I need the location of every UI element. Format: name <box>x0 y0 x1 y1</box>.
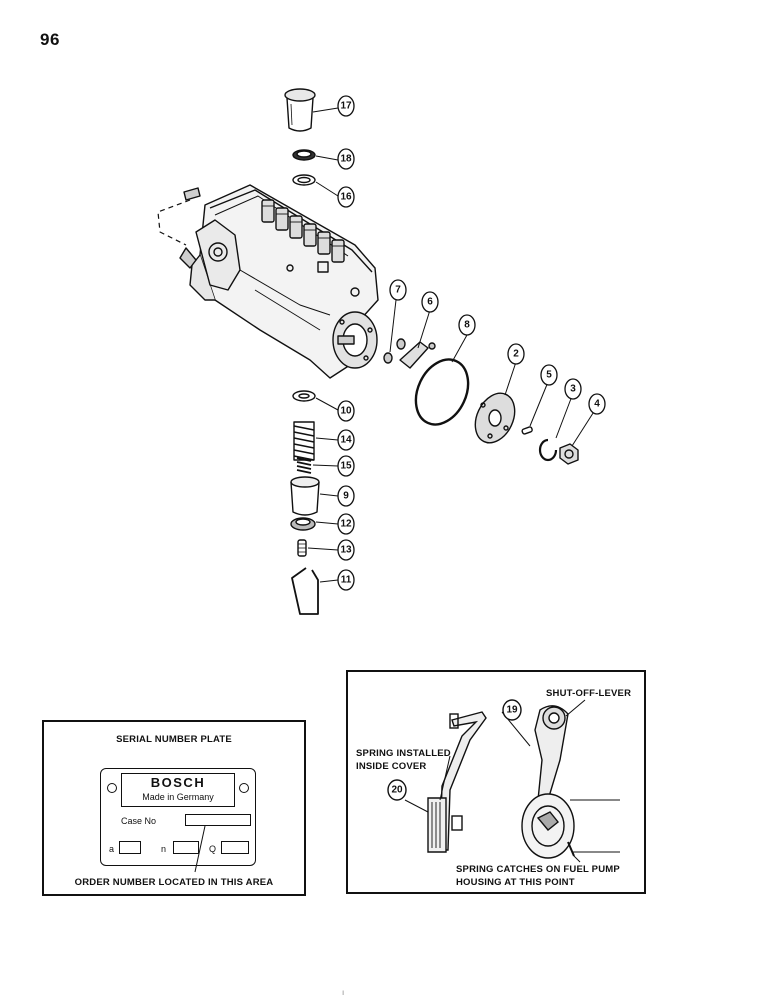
brand-frame <box>121 773 235 807</box>
part-13-pin <box>297 539 307 557</box>
bosch-plate: BOSCH Made in Germany Case No a n Q <box>100 768 256 866</box>
plate-brand: BOSCH <box>150 775 206 790</box>
plate-made-in: Made in Germany <box>142 792 214 802</box>
part-9-filter-cup <box>290 476 320 516</box>
callout-20: 20 <box>391 785 403 796</box>
plate-field-a <box>119 841 141 854</box>
part-2-hub <box>474 392 516 444</box>
part-14-spring <box>293 421 315 461</box>
page-number: 96 <box>40 30 60 49</box>
callout-6: 6 <box>427 297 433 308</box>
callout-16: 16 <box>340 192 352 203</box>
part-3-lock-washer <box>538 438 558 462</box>
part-12-cap <box>290 517 316 531</box>
callout-9: 9 <box>343 491 349 502</box>
plate-field-q <box>221 841 249 854</box>
part-17-cap <box>284 88 316 132</box>
part-11-wire-clip <box>291 567 319 615</box>
part-16-washer <box>292 174 316 186</box>
shutoff-lever-drawing <box>387 699 620 863</box>
callout-7: 7 <box>395 285 401 296</box>
callout-5: 5 <box>546 370 552 381</box>
spring-installed-label-1: SPRING INSTALLED <box>356 748 451 759</box>
order-number-caption: ORDER NUMBER LOCATED IN THIS AREA <box>74 877 274 888</box>
callout-10: 10 <box>340 406 352 417</box>
callout-18: 18 <box>340 154 352 165</box>
callout-numbers: 17 18 16 7 6 8 2 5 3 4 10 14 15 9 12 13 … <box>340 101 600 586</box>
injection-pump-body <box>179 184 379 379</box>
plate-case-field <box>185 814 251 826</box>
part-7-small-pieces <box>383 338 406 364</box>
plate-hole-left <box>107 783 117 793</box>
plate-hole-right <box>239 783 249 793</box>
callout-4: 4 <box>594 399 600 410</box>
callout-12: 12 <box>340 519 352 530</box>
serial-plate-title: SERIAL NUMBER PLATE <box>116 734 232 745</box>
serial-number-plate-panel: SERIAL NUMBER PLATE BOSCH Made in German… <box>42 720 306 896</box>
leader-lines <box>307 107 596 583</box>
callout-15: 15 <box>340 461 352 472</box>
part-10-washer <box>292 390 316 402</box>
callout-14: 14 <box>340 435 352 446</box>
callout-circles <box>337 95 606 591</box>
part-4-nut <box>559 443 579 465</box>
spring-installed-label-2: INSIDE COVER <box>356 761 427 772</box>
plate-field-a-label: a <box>109 844 115 854</box>
part-8-o-ring <box>414 358 470 426</box>
part-6-key <box>399 341 436 369</box>
screw-dashed-leader <box>157 187 201 246</box>
spring-catches-label-2: HOUSING AT THIS POINT <box>456 877 575 888</box>
callout-2: 2 <box>513 349 519 360</box>
shut-off-lever-label: SHUT-OFF-LEVER <box>546 688 632 699</box>
callout-11: 11 <box>341 575 352 586</box>
callout-8: 8 <box>464 320 470 331</box>
shutoff-lever-panel <box>346 670 646 894</box>
callout-13: 13 <box>340 545 352 556</box>
plate-field-n <box>173 841 199 854</box>
callout-19: 19 <box>506 705 518 716</box>
plate-field-n-label: n <box>161 844 167 854</box>
part-18-ring <box>292 149 316 161</box>
part-15-small-spring <box>296 457 312 474</box>
spring-catches-label-1: SPRING CATCHES ON FUEL PUMP <box>456 864 620 875</box>
plate-field-q-label: Q <box>209 844 217 854</box>
order-number-leader <box>194 825 206 873</box>
callout-3: 3 <box>570 384 576 395</box>
plate-case-label: Case No <box>121 816 157 826</box>
callout-17: 17 <box>340 101 352 112</box>
part-5-key <box>521 426 533 435</box>
stray-mark: ı <box>342 988 345 997</box>
